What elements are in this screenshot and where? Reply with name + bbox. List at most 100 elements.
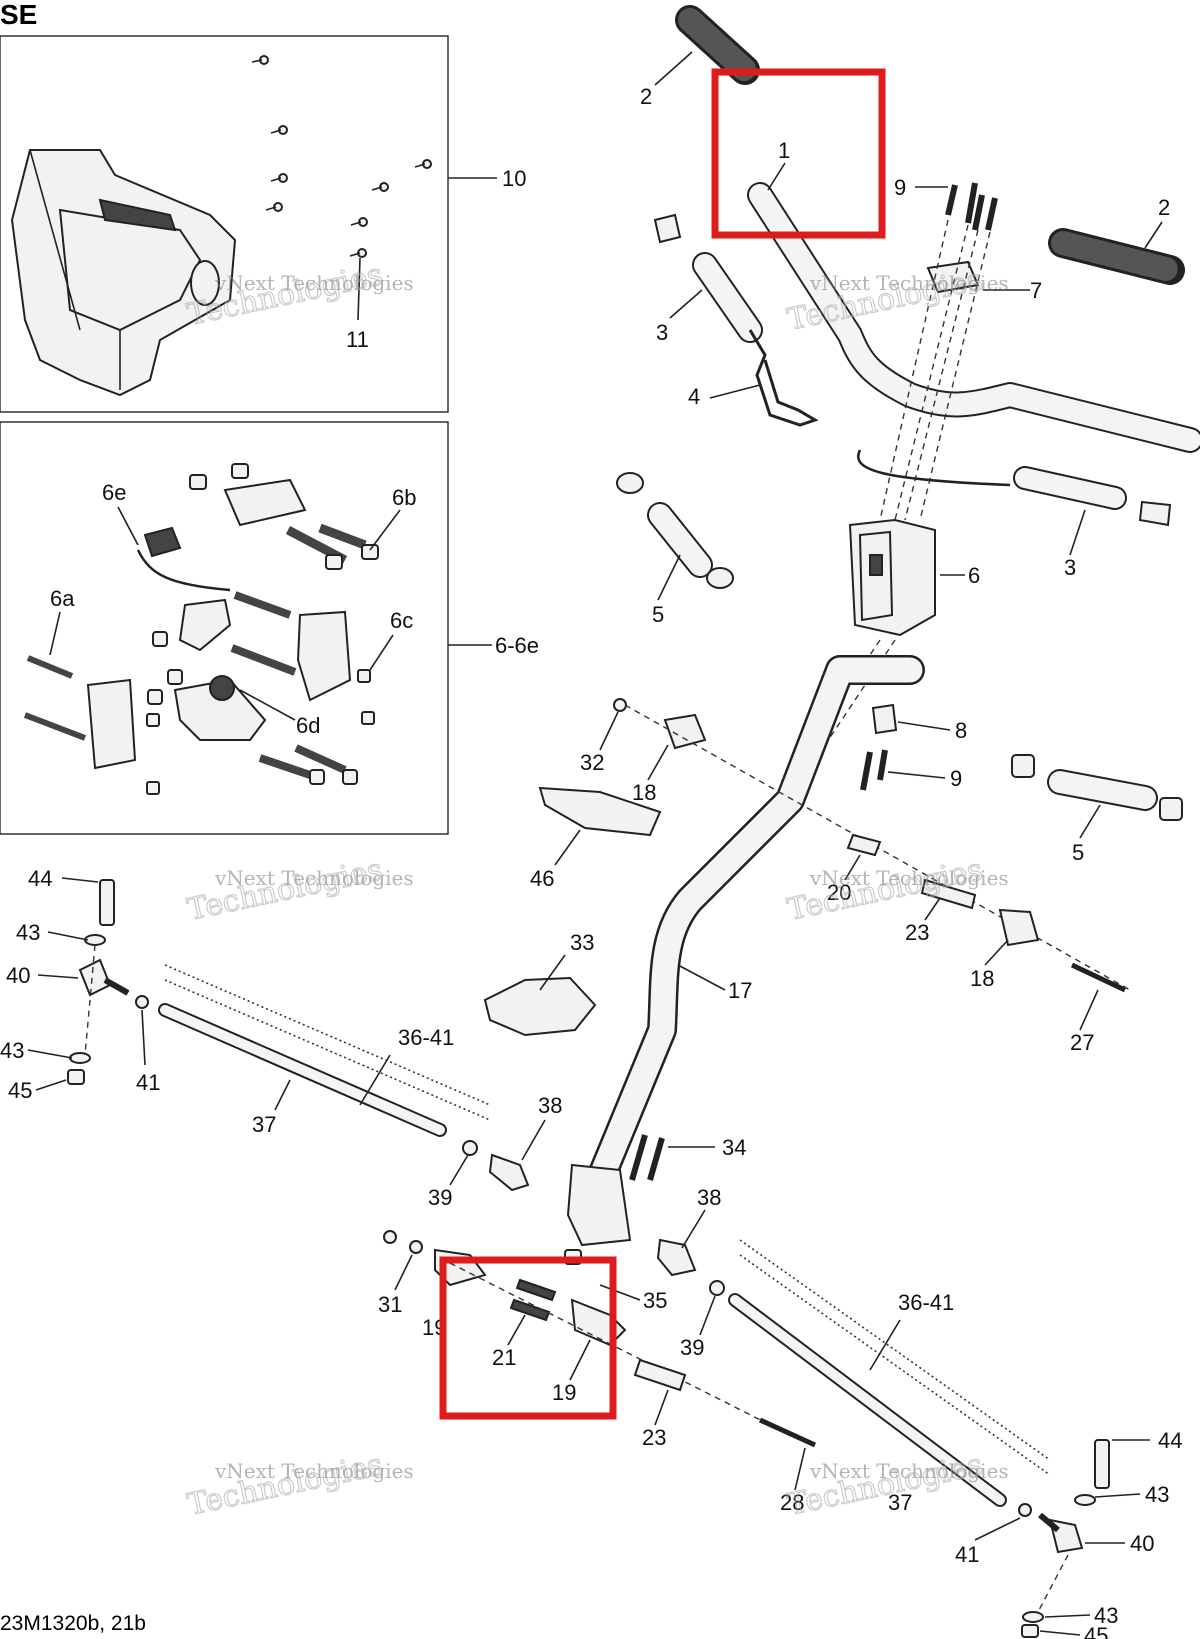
grip-part-5-left	[616, 472, 734, 589]
callout-6-6e: 6-6e	[495, 633, 539, 658]
callout-31: 31	[378, 1292, 402, 1317]
callout-40-right: 40	[1130, 1531, 1154, 1556]
tie-rod-part-37-left	[158, 1003, 447, 1137]
grip-part-5-right	[1011, 754, 1183, 821]
callout-10: 10	[502, 166, 526, 191]
callout-5-right: 5	[1072, 840, 1084, 865]
bolt-part-28	[758, 1417, 817, 1448]
callout-38-left: 38	[538, 1093, 562, 1118]
callout-37-left: 37	[252, 1112, 276, 1137]
tie-rod-assembly-36-41-right-edge	[739, 1254, 1051, 1476]
callout-43-right-upper: 43	[1145, 1482, 1169, 1507]
callout-41-left: 41	[136, 1070, 160, 1095]
watermark-outline-4: Technologies	[784, 852, 985, 928]
watermark-text-2: vNext Technologies	[809, 271, 1009, 295]
callout-6a: 6a	[50, 586, 75, 611]
spacers-part-21	[509, 1278, 557, 1322]
callout-6: 6	[968, 563, 980, 588]
callout-20: 20	[827, 880, 851, 905]
clamp-part-8	[871, 703, 898, 735]
callout-32: 32	[580, 750, 604, 775]
tie-rod-assembly-36-41-left	[164, 964, 491, 1106]
callout-3-left: 3	[656, 320, 668, 345]
screws-part-11	[251, 55, 432, 321]
ball-joint-part-38-left	[488, 1153, 530, 1192]
watermark-text-1: vNext Technologies	[214, 271, 414, 295]
heater-grip-part-3-left	[653, 213, 819, 427]
washer-part-31	[409, 1240, 423, 1254]
heater-grip-part-3-right	[857, 449, 1172, 527]
callout-9-top: 9	[894, 175, 906, 200]
callout-44-left: 44	[28, 866, 52, 891]
callout-43-right-lower: 43	[1094, 1603, 1118, 1628]
callout-6d: 6d	[296, 713, 320, 738]
steering-cover-part	[10, 149, 237, 397]
callout-35: 35	[643, 1288, 667, 1313]
bushing-part-20	[846, 833, 882, 857]
callout-45-right: 45	[1084, 1623, 1108, 1639]
watermark-text-5: vNext Technologies	[214, 1459, 414, 1483]
bolts-part-34	[629, 1134, 665, 1181]
watermark-outline-3: Technologies	[184, 852, 385, 928]
callout-6b: 6b	[392, 485, 416, 510]
inset-box-bracket	[0, 421, 449, 835]
callout-18-right: 18	[970, 966, 994, 991]
bolts-part-9-lower	[860, 749, 888, 791]
callout-19-right: 19	[552, 1380, 576, 1405]
callout-18-upper: 18	[632, 780, 656, 805]
callout-21: 21	[492, 1345, 516, 1370]
tie-rod-right-hardware	[1018, 1439, 1110, 1638]
callout-7: 7	[1030, 278, 1042, 303]
diagram-reference: 23M1320b, 21b	[0, 1612, 146, 1635]
callout-39-right: 39	[680, 1335, 704, 1360]
bolts-part-9-top	[945, 182, 998, 231]
cover-part-33	[483, 976, 597, 1037]
tie-rod-assembly-36-41-right	[739, 1239, 1051, 1461]
callout-9-lower: 9	[950, 766, 962, 791]
tie-rod-assembly-36-41-left-edge	[164, 979, 491, 1121]
callout-43-left-upper: 43	[16, 920, 40, 945]
ball-joint-part-38-right	[656, 1238, 697, 1277]
callout-33: 33	[570, 930, 594, 955]
bracket-assembly-inset	[23, 463, 379, 795]
tie-rod-part-37-right	[728, 1293, 1007, 1507]
grip-part-2-top	[675, 5, 760, 85]
nut-part-39-right	[709, 1280, 725, 1296]
callout-2-right: 2	[1158, 195, 1170, 220]
handlebar-part-1	[747, 182, 1200, 453]
watermark-text-4: vNext Technologies	[809, 866, 1009, 890]
callout-34: 34	[722, 1135, 746, 1160]
grip-part-2-right	[1048, 228, 1185, 285]
callout-8: 8	[955, 718, 967, 743]
callout-36-41-right: 36-41	[898, 1290, 954, 1315]
diagram-title: SE	[0, 0, 37, 30]
watermark-text-6: vNext Technologies	[809, 1459, 1009, 1483]
highlight-box-part-1	[711, 68, 886, 239]
nut-part-32	[613, 698, 627, 712]
callout-43-left-lower: 43	[0, 1038, 24, 1063]
callout-6c: 6c	[390, 608, 413, 633]
clamp-part-7	[926, 260, 980, 294]
tie-rod-end-part-18-right	[998, 908, 1040, 947]
steering-column-part-17	[566, 655, 925, 1247]
highlight-box-parts-19-21	[439, 1256, 617, 1420]
callout-44-right: 44	[1158, 1428, 1182, 1453]
nut-part-31	[383, 1230, 397, 1244]
spacer-part-23-upper	[920, 878, 977, 910]
nut-part-39-left	[462, 1140, 478, 1156]
tie-rod-left-hardware	[67, 879, 149, 1085]
riser-block-part-6	[848, 518, 936, 637]
callout-38-right: 38	[697, 1185, 721, 1210]
bolt-part-27	[1070, 962, 1127, 993]
watermark-text-3: vNext Technologies	[214, 866, 414, 890]
spacer-part-23-lower	[633, 1358, 687, 1392]
inset-box-cover	[0, 35, 449, 413]
callout-41-right: 41	[955, 1542, 979, 1567]
callout-46: 46	[530, 866, 554, 891]
callout-27: 27	[1070, 1030, 1094, 1055]
callout-40-left: 40	[6, 963, 30, 988]
callout-4: 4	[688, 384, 700, 409]
callout-23-upper: 23	[905, 920, 929, 945]
callout-28: 28	[780, 1490, 804, 1515]
